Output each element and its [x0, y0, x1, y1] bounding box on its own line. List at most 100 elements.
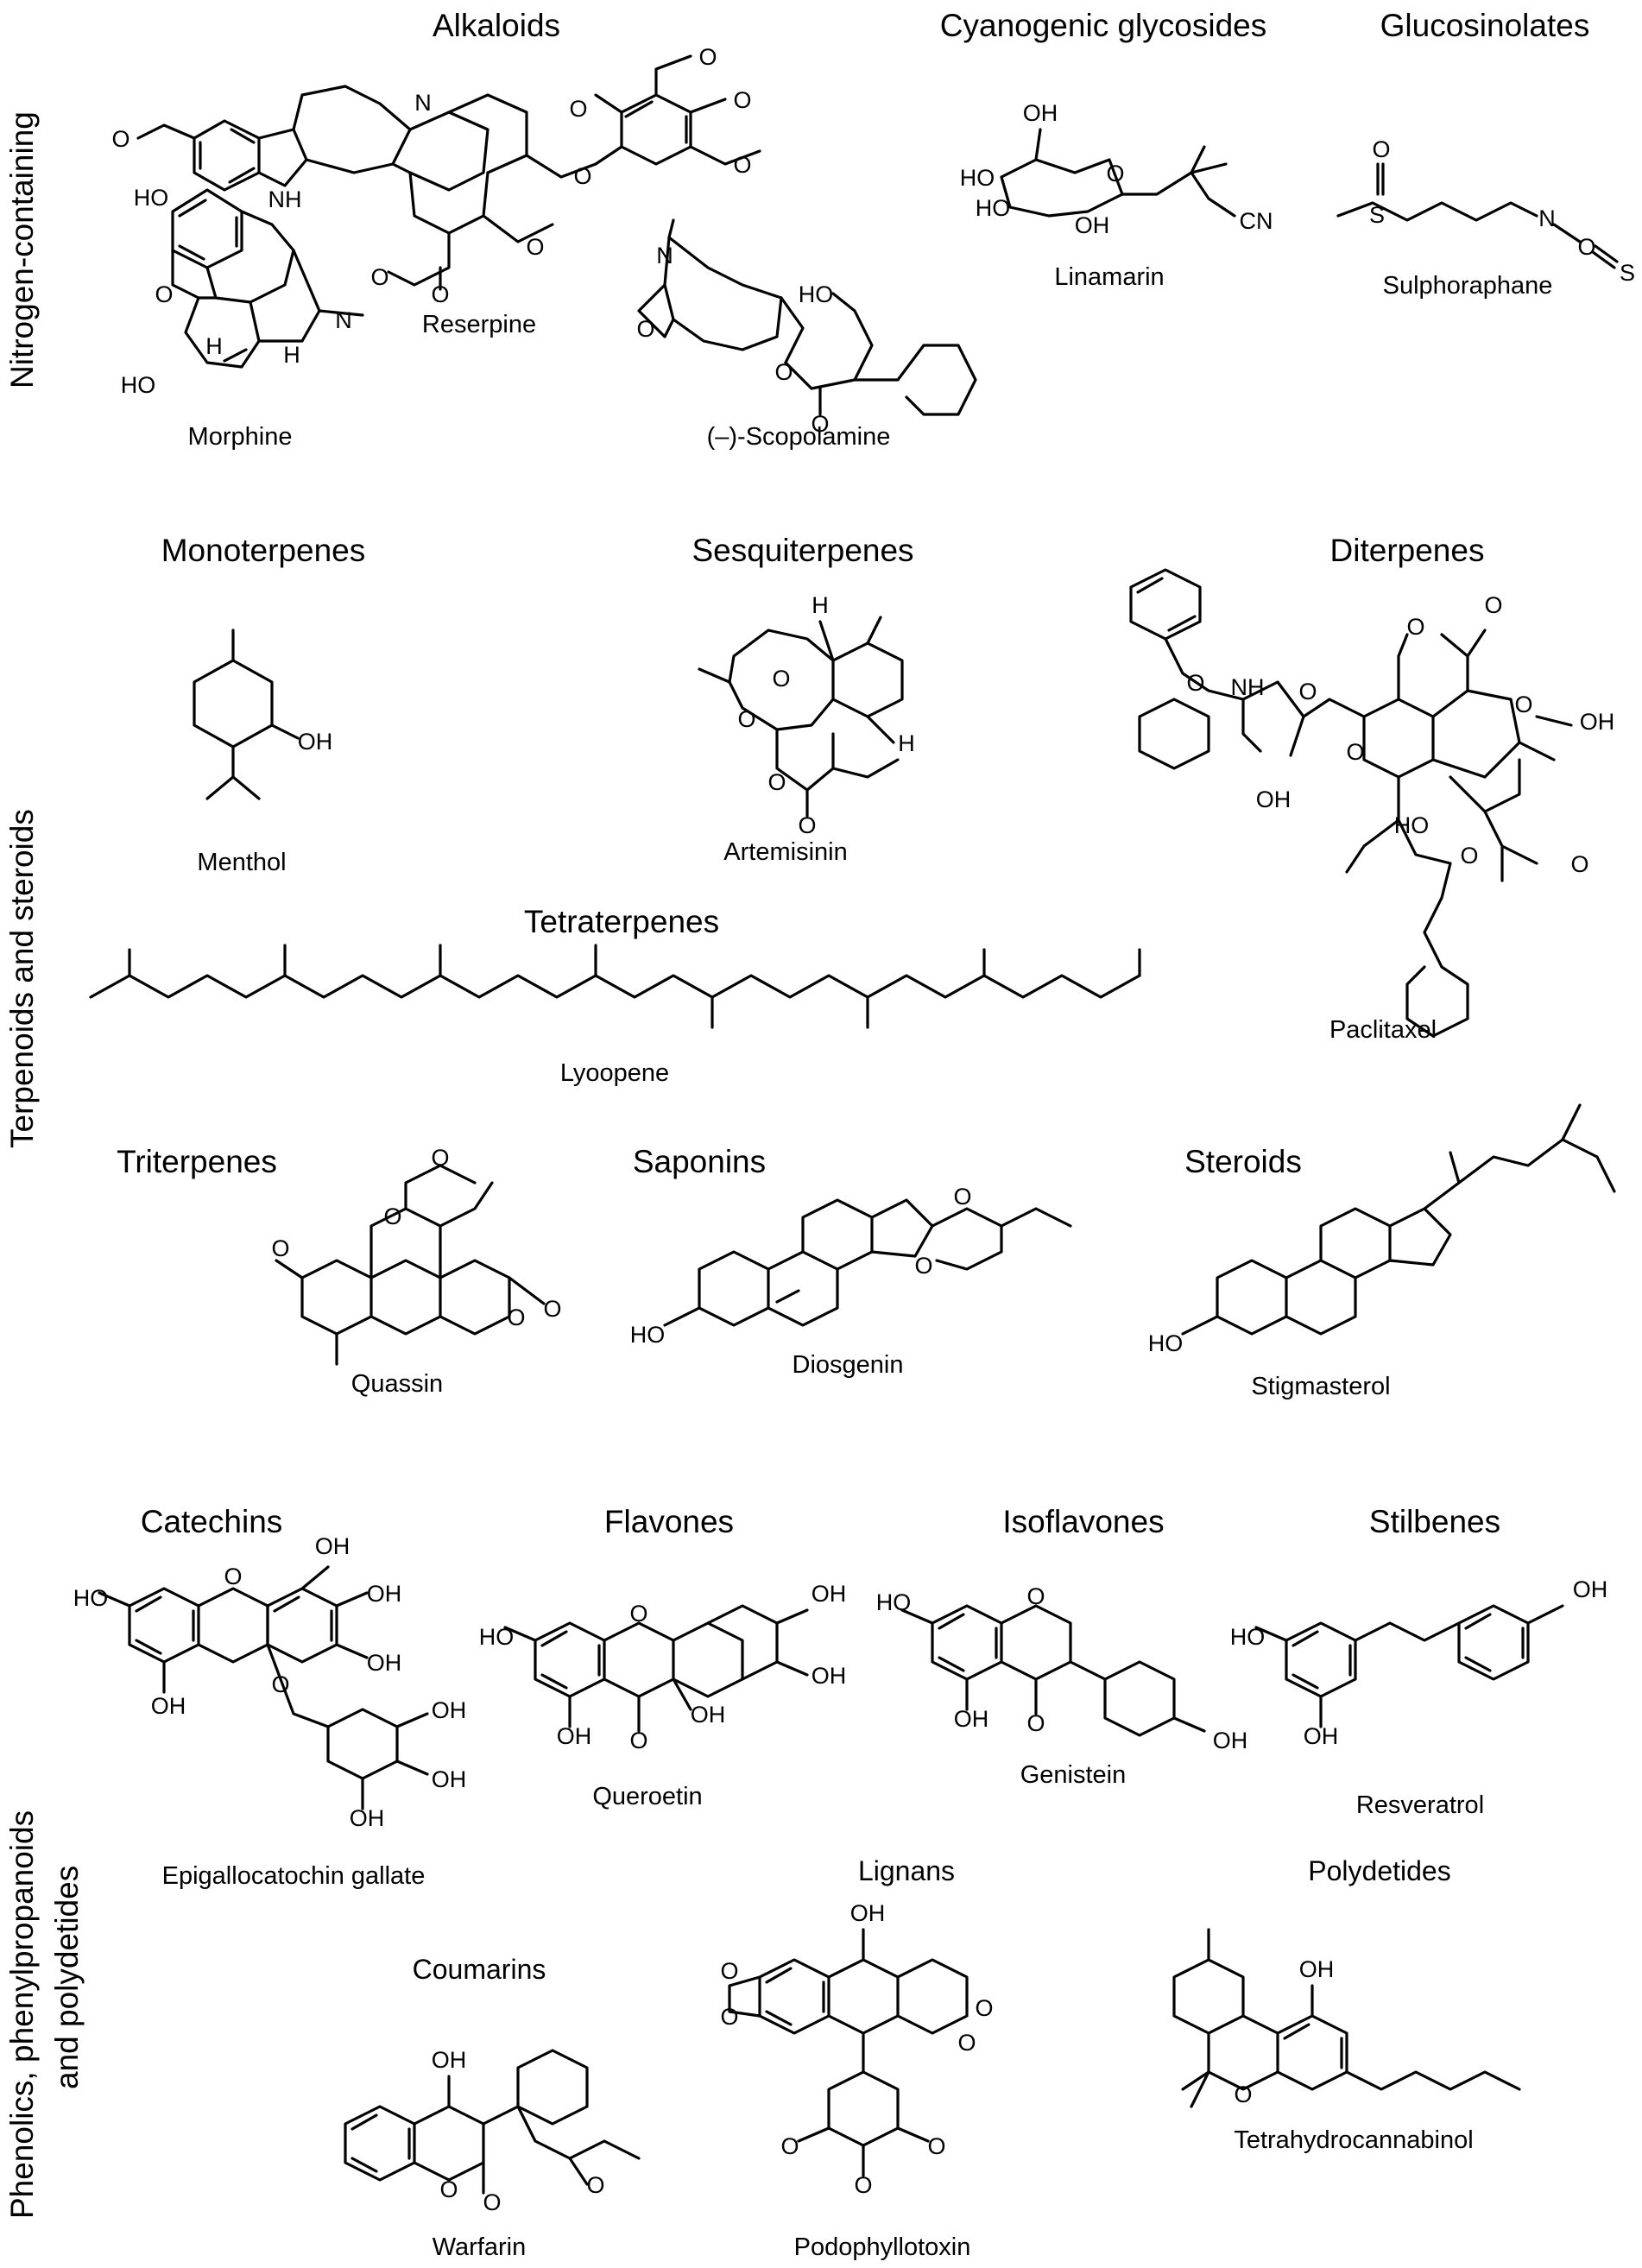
compound-name-stigmasterol: Stigmasterol	[1251, 1373, 1390, 1400]
class-title-lignans: Lignans	[858, 1855, 955, 1886]
atom-ho-morphine-2: HO	[121, 372, 156, 398]
compound-name-morphine: Morphine	[188, 423, 293, 451]
atom-o-paclitaxel-4: O	[1514, 692, 1532, 717]
class-title-glucosinolates: Glucosinolates	[1380, 8, 1590, 43]
atom-oh-egcg-7: OH	[350, 1805, 385, 1831]
atom-n-sulphoraphane: N	[1538, 205, 1556, 231]
compound-name-egcg: Epigallocatochin gallate	[162, 1862, 426, 1890]
atom-oh-podophyllotoxin: OH	[850, 1900, 886, 1926]
atom-o-quassin-2: O	[383, 1203, 401, 1229]
atom-oh-genistein-2: OH	[1213, 1728, 1248, 1753]
compound-name-quassin: Quassin	[351, 1370, 443, 1398]
atom-o-reserpine-1: O	[111, 126, 129, 152]
structure-menthol: OH	[193, 629, 333, 800]
atom-oh-egcg-6: OH	[432, 1766, 467, 1792]
structure-egcg: HO O OH OH OH OH O OH OH OH	[73, 1533, 467, 1831]
atom-oh-menthol: OH	[298, 729, 333, 755]
atom-o-morphine: O	[155, 281, 173, 307]
atom-o-podophyllotoxin-2: O	[720, 2004, 738, 2030]
class-title-flavones: Flavones	[604, 1504, 734, 1539]
atom-o-genistein-1: O	[1026, 1583, 1045, 1609]
atom-oh-quercetin-1: OH	[812, 1581, 847, 1607]
atom-o-reserpine-2: O	[573, 163, 591, 189]
class-title-diterpenes: Diterpenes	[1330, 533, 1485, 568]
atom-o-paclitaxel-6: O	[1570, 851, 1588, 877]
atom-o-quercetin-1: O	[629, 1601, 647, 1627]
structure-genistein: HO O O OH OH	[876, 1583, 1248, 1753]
section-label-phenolics-line2: and polydetides	[49, 1866, 85, 2089]
atom-o-scopolamine-1: O	[636, 316, 654, 342]
atom-h-morphine-1: H	[205, 333, 223, 359]
structure-sulphoraphane: S O N O S	[1336, 136, 1635, 286]
structure-reserpine: N NH O O O O O O O O O	[111, 44, 761, 307]
atom-o-reserpine-5: O	[370, 264, 388, 290]
structure-podophyllotoxin: OH O O O O O O O	[720, 1900, 993, 2198]
class-title-cyanogenic: Cyanogenic glycosides	[940, 8, 1266, 43]
atom-ho-genistein: HO	[876, 1589, 912, 1615]
atom-oh-resveratrol-2: OH	[1304, 1723, 1339, 1749]
atom-o-quassin-1: O	[271, 1235, 289, 1261]
class-title-coumarins: Coumarins	[413, 1954, 546, 1985]
compound-name-linamarin: Linamarin	[1054, 263, 1164, 291]
atom-ho-morphine-1: HO	[134, 185, 169, 211]
structure-quassin: O O O O O	[271, 1145, 562, 1366]
atom-o-egcg-1: O	[224, 1564, 242, 1589]
class-title-sesquiterpenes: Sesquiterpenes	[692, 533, 913, 568]
atom-o-egcg-2: O	[271, 1671, 289, 1697]
class-title-isoflavones: Isoflavones	[1002, 1504, 1164, 1539]
class-title-triterpenes: Triterpenes	[117, 1144, 277, 1179]
atom-o-linamarin: O	[1106, 161, 1124, 186]
class-title-saponins: Saponins	[633, 1144, 766, 1179]
structure-lycopene	[89, 944, 1141, 1029]
structure-linamarin: OH HO HO O OH CN	[960, 100, 1273, 238]
class-title-tetraterpenes: Tetraterpenes	[524, 904, 719, 939]
atom-oh-quercetin-3: OH	[691, 1702, 726, 1728]
compound-name-quercetin: Queroetin	[592, 1783, 702, 1810]
compound-name-menthol: Menthol	[197, 849, 286, 876]
atom-oh-egcg-3: OH	[367, 1650, 402, 1676]
structure-thc: OH O	[1172, 1928, 1521, 2108]
atom-o-quassin-5: O	[543, 1296, 561, 1322]
compound-name-scopolamine: (–)-Scopolamine	[707, 423, 891, 451]
atom-o-warfarin-3: O	[586, 2172, 604, 2198]
class-title-stilbenes: Stilbenes	[1369, 1504, 1500, 1539]
structure-morphine: HO O N H H HO	[121, 185, 364, 398]
compound-name-thc: Tetrahydrocannabinol	[1234, 2126, 1473, 2154]
compound-name-artemisinin: Artemisinin	[723, 838, 847, 866]
atom-oh-quercetin-4: OH	[557, 1723, 592, 1749]
atom-o-artemisinin-4: O	[798, 812, 816, 838]
section-label-phenolics-line1: Phenolics, phenylpropanoids	[4, 1810, 40, 2219]
compound-name-genistein: Genistein	[1020, 1761, 1127, 1789]
class-title-alkaloids: Alkaloids	[433, 8, 560, 43]
atom-oh-paclitaxel-2: OH	[1580, 709, 1615, 735]
atom-o-reserpine-6: O	[431, 281, 449, 307]
atom-o-podophyllotoxin-5: O	[780, 2133, 799, 2159]
atom-n-morphine: N	[335, 307, 352, 333]
section-label-nitrogen: Nitrogen-containing	[4, 111, 40, 389]
atom-oh-genistein-1: OH	[954, 1706, 989, 1732]
atom-o-quercetin-2: O	[629, 1728, 647, 1753]
atom-o-scopolamine-3: O	[811, 411, 829, 437]
atom-o-genistein-2: O	[1026, 1710, 1045, 1736]
atom-ho-linamarin-2: HO	[976, 195, 1011, 221]
atom-o-paclitaxel-1: O	[1186, 670, 1204, 696]
atom-h-artemisinin-1: H	[812, 592, 829, 618]
structure-resveratrol: OH HO OH	[1230, 1576, 1608, 1749]
atom-o-paclitaxel-5: O	[1460, 843, 1478, 869]
compound-name-reserpine: Reserpine	[422, 311, 536, 338]
atom-o-paclitaxel-3: O	[1346, 739, 1364, 765]
atom-o-podophyllotoxin-4: O	[957, 2030, 976, 2056]
atom-n-scopolamine: N	[656, 243, 673, 268]
atom-oh-thc: OH	[1299, 1956, 1335, 1982]
atom-oh-egcg-1: OH	[315, 1533, 351, 1559]
atom-oh-resveratrol-1: OH	[1573, 1576, 1608, 1602]
class-title-polydetides: Polydetides	[1308, 1855, 1450, 1886]
compound-name-paclitaxel: Paclitaxel	[1329, 1016, 1437, 1044]
compound-name-lycopene: Lyoopene	[560, 1059, 669, 1087]
compound-name-warfarin: Warfarin	[433, 2233, 527, 2261]
atom-cn-linamarin: CN	[1240, 208, 1273, 234]
atom-n-reserpine: N	[414, 90, 432, 116]
atom-o-reserpine-9: O	[733, 152, 751, 178]
atom-o-quassin-3: O	[431, 1145, 449, 1171]
atom-o-diosgenin-2: O	[953, 1184, 971, 1210]
